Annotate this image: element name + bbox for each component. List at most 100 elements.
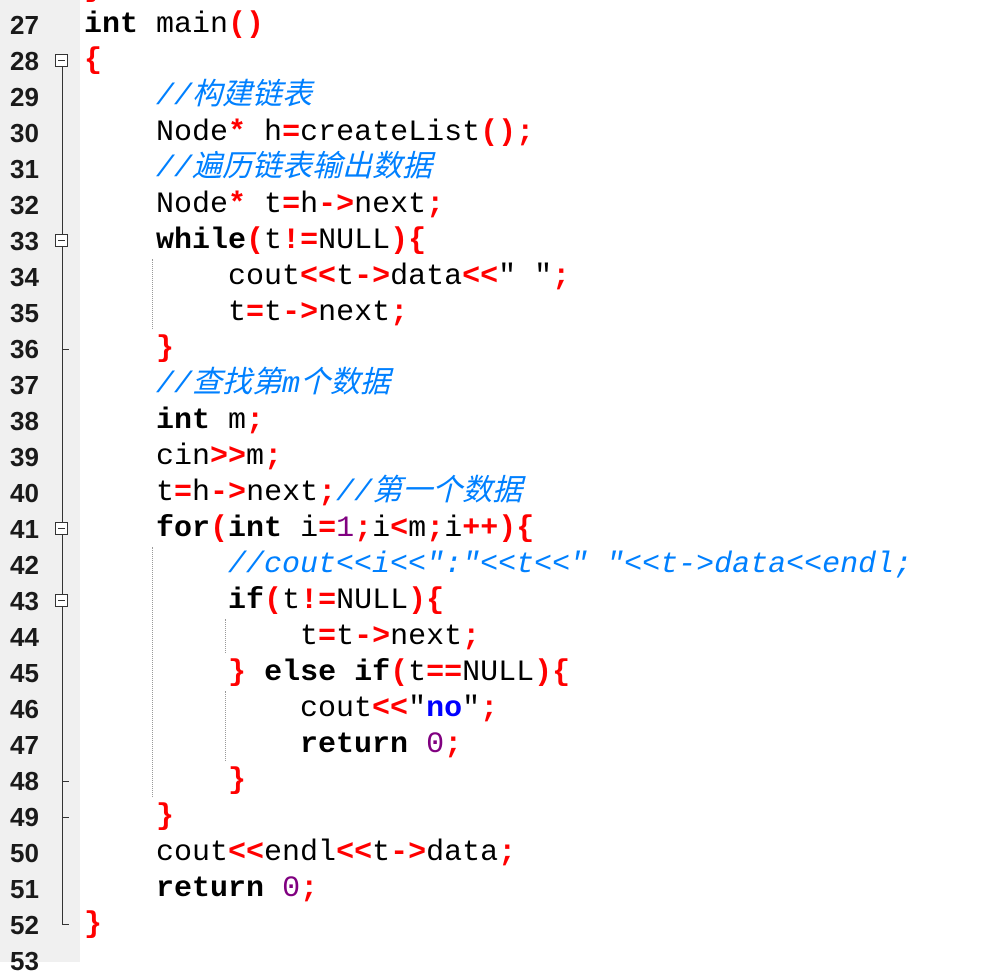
token-id: m bbox=[246, 440, 265, 474]
code-line[interactable]: 35 t=t->next; bbox=[0, 295, 1008, 331]
fold-collapse-icon-33[interactable] bbox=[55, 234, 68, 247]
token-id bbox=[84, 548, 228, 582]
token-op: -> bbox=[390, 836, 427, 870]
token-id bbox=[264, 872, 282, 906]
fold-collapse-icon-28[interactable] bbox=[55, 54, 68, 67]
token-id bbox=[84, 404, 156, 438]
code-line[interactable]: 43 if(t!=NULL){ bbox=[0, 583, 1008, 619]
token-op: ; bbox=[552, 260, 571, 294]
token-kw: return bbox=[300, 728, 409, 762]
token-op: << bbox=[462, 260, 499, 294]
token-op: ; bbox=[354, 512, 373, 546]
code-line[interactable]: 44 t=t->next; bbox=[0, 619, 1008, 655]
token-num: 1 bbox=[336, 512, 355, 546]
token-op: << bbox=[372, 692, 409, 726]
token-id bbox=[84, 764, 228, 798]
line-number: 42 bbox=[10, 550, 39, 580]
token-id: m bbox=[210, 404, 247, 438]
token-cm: //构建链表 bbox=[156, 80, 313, 114]
code-text: } bbox=[84, 799, 174, 835]
code-line[interactable]: 40 t=h->next;//第一个数据 bbox=[0, 475, 1008, 511]
token-op: ; bbox=[318, 476, 337, 510]
code-text: //遍历链表输出数据 bbox=[84, 151, 432, 187]
token-op: = bbox=[282, 116, 301, 150]
token-id: cin bbox=[84, 440, 211, 474]
token-op: ){ bbox=[408, 584, 445, 618]
code-line[interactable]: 41 for(int i=1;i<m;i++){ bbox=[0, 511, 1008, 547]
token-q: " " bbox=[498, 260, 553, 294]
code-text: { bbox=[84, 43, 102, 79]
code-line[interactable]: 36 } bbox=[0, 331, 1008, 367]
code-line[interactable]: 33 while(t!=NULL){ bbox=[0, 223, 1008, 259]
token-id: t bbox=[246, 188, 283, 222]
fold-collapse-icon-43[interactable] bbox=[55, 594, 68, 607]
token-id: h bbox=[192, 476, 211, 510]
token-op: -> bbox=[210, 476, 247, 510]
line-number: 27 bbox=[10, 10, 39, 40]
token-op: } bbox=[156, 800, 175, 834]
token-op: ; bbox=[390, 296, 409, 330]
token-id: next bbox=[246, 476, 319, 510]
token-id bbox=[84, 152, 156, 186]
token-op: != bbox=[300, 584, 337, 618]
token-id: t bbox=[336, 260, 355, 294]
code-line[interactable]: 46 cout<<"no"; bbox=[0, 691, 1008, 727]
code-line[interactable]: 38 int m; bbox=[0, 403, 1008, 439]
token-op: } bbox=[84, 908, 103, 942]
line-number: 48 bbox=[10, 766, 39, 796]
token-op: = bbox=[318, 512, 337, 546]
code-line[interactable]: 37 //查找第m个数据 bbox=[0, 367, 1008, 403]
token-op: -> bbox=[282, 296, 319, 330]
code-line[interactable]: 45 } else if(t==NULL){ bbox=[0, 655, 1008, 691]
code-text: while(t!=NULL){ bbox=[84, 223, 426, 259]
line-number: 29 bbox=[10, 82, 39, 112]
token-id: Node bbox=[84, 188, 229, 222]
code-line[interactable]: 30 Node* h=createList(); bbox=[0, 115, 1008, 151]
fold-collapse-icon-41[interactable] bbox=[55, 522, 68, 535]
code-line[interactable]: 34 cout<<t->data<<" "; bbox=[0, 259, 1008, 295]
line-number: 52 bbox=[10, 910, 39, 940]
line-number: 53 bbox=[10, 946, 39, 976]
code-text: } bbox=[84, 0, 102, 7]
token-op: = bbox=[246, 296, 265, 330]
token-id: i bbox=[282, 512, 319, 546]
code-line[interactable]: 48 } bbox=[0, 763, 1008, 799]
code-text: cout<<t->data<<" "; bbox=[84, 259, 570, 295]
code-text: cout<<"no"; bbox=[84, 691, 498, 727]
code-text: return 0; bbox=[84, 871, 318, 907]
code-line[interactable]: 39 cin>>m; bbox=[0, 439, 1008, 475]
code-text: int m; bbox=[84, 403, 264, 439]
code-line[interactable]: 50 cout<<endl<<t->data; bbox=[0, 835, 1008, 871]
token-id: Node bbox=[84, 116, 229, 150]
token-id bbox=[84, 800, 156, 834]
line-number: 38 bbox=[10, 406, 39, 436]
token-id bbox=[408, 728, 426, 762]
fold-end-marker-52 bbox=[62, 924, 69, 925]
code-line[interactable]: 28{ bbox=[0, 43, 1008, 79]
code-line[interactable]: 49 } bbox=[0, 799, 1008, 835]
code-line[interactable]: 32 Node* t=h->next; bbox=[0, 187, 1008, 223]
code-line[interactable]: 26} bbox=[0, 0, 1008, 7]
line-number: 32 bbox=[10, 190, 39, 220]
line-number: 50 bbox=[10, 838, 39, 868]
code-line[interactable]: 27 int main() bbox=[0, 7, 1008, 43]
token-id bbox=[84, 368, 156, 402]
token-op: ; bbox=[426, 188, 445, 222]
token-id: data bbox=[390, 260, 463, 294]
code-line[interactable]: 29 //构建链表 bbox=[0, 79, 1008, 115]
token-id bbox=[84, 656, 228, 690]
code-line[interactable]: 51 return 0; bbox=[0, 871, 1008, 907]
code-line[interactable]: 31 //遍历链表输出数据 bbox=[0, 151, 1008, 187]
token-id: t bbox=[408, 656, 427, 690]
line-number: 51 bbox=[10, 874, 39, 904]
code-line[interactable]: 42 //cout<<i<<":"<<t<<" "<<t->data<<endl… bbox=[0, 547, 1008, 583]
code-line[interactable]: 53 bbox=[0, 943, 1008, 979]
code-text: return 0; bbox=[84, 727, 462, 763]
token-kw: for bbox=[156, 512, 211, 546]
code-line[interactable]: 52} bbox=[0, 907, 1008, 943]
token-cm: //遍历链表输出数据 bbox=[156, 152, 433, 186]
code-text: int main() bbox=[84, 7, 264, 43]
code-line[interactable]: 47 return 0; bbox=[0, 727, 1008, 763]
token-kw: int bbox=[156, 404, 211, 438]
